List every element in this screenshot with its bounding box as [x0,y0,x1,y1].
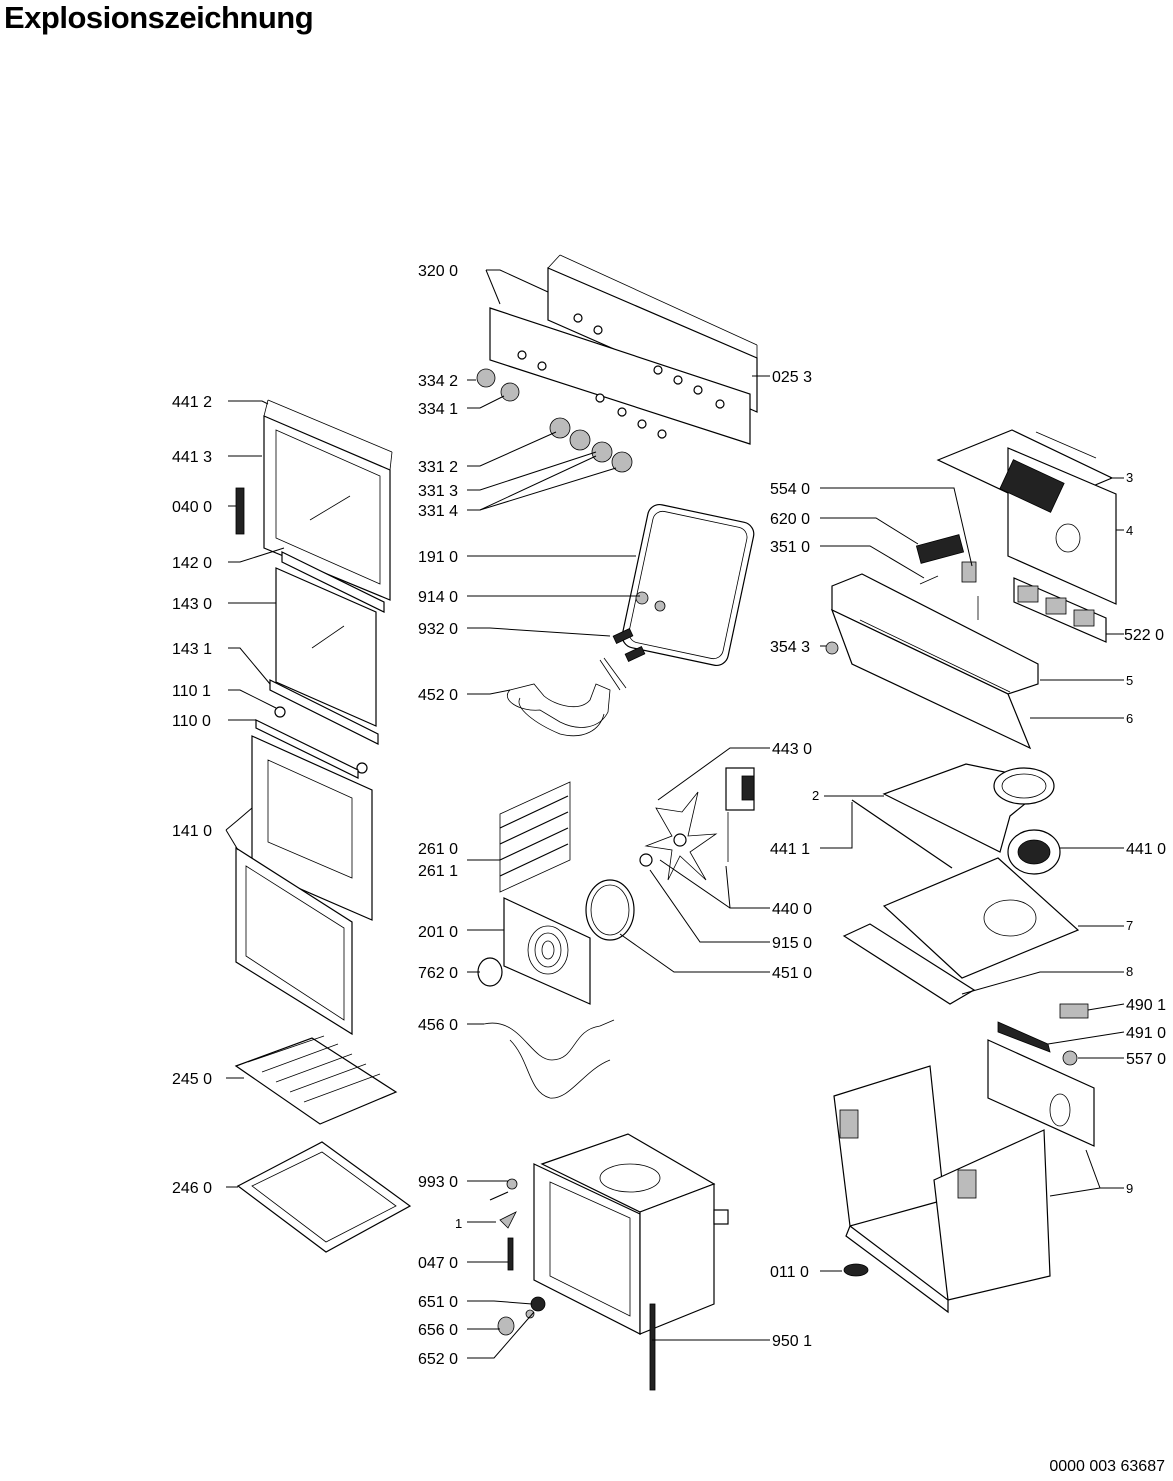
lamp-parts [612,591,666,662]
callout-522-0: 522 0 [1124,627,1164,644]
callout-490-1: 490 1 [1126,997,1166,1014]
wire-shelf [234,1035,398,1125]
callout-8: 8 [1126,964,1133,979]
callout-656-0: 656 0 [418,1322,458,1339]
callout-354-3: 354 3 [770,639,810,656]
callout-652-0: 652 0 [418,1351,458,1368]
callout-143-1: 143 1 [172,641,212,658]
callout-245-0: 245 0 [172,1071,212,1088]
screws [489,1178,518,1271]
door-hinge [235,487,245,535]
side-racks [499,781,571,893]
callout-554-0: 554 0 [770,481,810,498]
electronics-housing [936,429,1117,605]
control-module [1013,577,1107,643]
callout-651-0: 651 0 [418,1294,458,1311]
callout-9: 9 [1126,1181,1133,1196]
callout-932-0: 932 0 [418,621,458,638]
callout-914-0: 914 0 [418,589,458,606]
ring-heater [585,879,635,941]
callout-443-0: 443 0 [772,741,812,758]
foot [843,1263,869,1277]
callout-141-0: 141 0 [172,823,212,840]
callout-620-0: 620 0 [770,511,810,528]
callout-2: 2 [812,788,819,803]
grill-element [507,657,627,737]
document-number: 0000 003 63687 [1049,1458,1165,1475]
callout-3: 3 [1126,470,1133,485]
callout-334-2: 334 2 [418,373,458,390]
cooling-fan [1007,829,1061,875]
control-knobs [476,368,633,473]
bottom-heater [483,1019,615,1099]
oven-lamp [497,1296,546,1336]
callout-441-2: 441 2 [172,394,212,411]
callout-011-0: 011 0 [770,1264,809,1281]
glass-strip [255,679,379,779]
callout-557-0: 557 0 [1126,1051,1166,1068]
leader-lines [225,269,1125,1359]
callout-201-0: 201 0 [418,924,458,941]
baking-tray [236,1141,412,1253]
callout-5: 5 [1126,673,1133,688]
callout-441-0: 441 0 [1126,841,1166,858]
inner-door [235,735,373,1036]
relay-board [915,534,979,620]
control-panel [489,254,758,445]
callout-331-2: 331 2 [418,459,458,476]
callout-7: 7 [1126,918,1133,933]
callout-320-0: 320 0 [418,263,458,280]
callout-1: 1 [455,1216,462,1231]
air-duct [851,763,1055,869]
callout-047-0: 047 0 [418,1255,458,1272]
cover-plate [477,957,503,987]
terminal-parts [997,1003,1089,1066]
oven-cavity [533,1133,729,1335]
convection-fan [639,791,718,881]
callout-915-0: 915 0 [772,935,812,952]
front-strip [842,923,976,1005]
callout-993-0: 993 0 [418,1174,458,1191]
callout-440-0: 440 0 [772,901,812,918]
callout-025-3: 025 3 [772,369,812,386]
callout-labels: 320 0 025 3 334 2 334 1 441 2 441 3 040 … [172,263,1166,1368]
rear-fan-cover [503,897,591,1005]
door-glass [275,567,377,727]
callout-491-0: 491 0 [1126,1025,1166,1042]
top-plate [882,857,1080,979]
callout-441-1: 441 1 [770,841,810,858]
callout-451-0: 451 0 [772,965,812,982]
cavity-gasket [649,1303,656,1391]
callout-6: 6 [1126,711,1133,726]
callout-452-0: 452 0 [418,687,458,704]
callout-110-1: 110 1 [172,683,211,700]
callout-4: 4 [1126,523,1133,538]
fan-motor [725,767,755,862]
callout-441-3: 441 3 [172,449,212,466]
callout-331-3: 331 3 [418,483,458,500]
callout-110-0: 110 0 [172,713,211,730]
callout-261-0: 261 0 [418,841,458,858]
door-frame [263,399,393,601]
oven-chassis [833,1039,1095,1314]
callout-246-0: 246 0 [172,1180,212,1197]
callout-762-0: 762 0 [418,965,458,982]
page-title: Explosionszeichnung [4,0,314,35]
door-vent-strip [281,551,385,613]
callout-331-4: 331 4 [418,503,458,520]
callout-456-0: 456 0 [418,1017,458,1034]
callout-351-0: 351 0 [770,539,810,556]
front-frame [825,573,1039,750]
callout-261-1: 261 1 [418,863,458,880]
callout-950-1: 950 1 [772,1333,812,1350]
callout-040-0: 040 0 [172,499,212,516]
door-gasket [621,504,755,666]
callout-191-0: 191 0 [418,549,458,566]
callout-142-0: 142 0 [172,555,212,572]
callout-143-0: 143 0 [172,596,212,613]
callout-334-1: 334 1 [418,401,458,418]
